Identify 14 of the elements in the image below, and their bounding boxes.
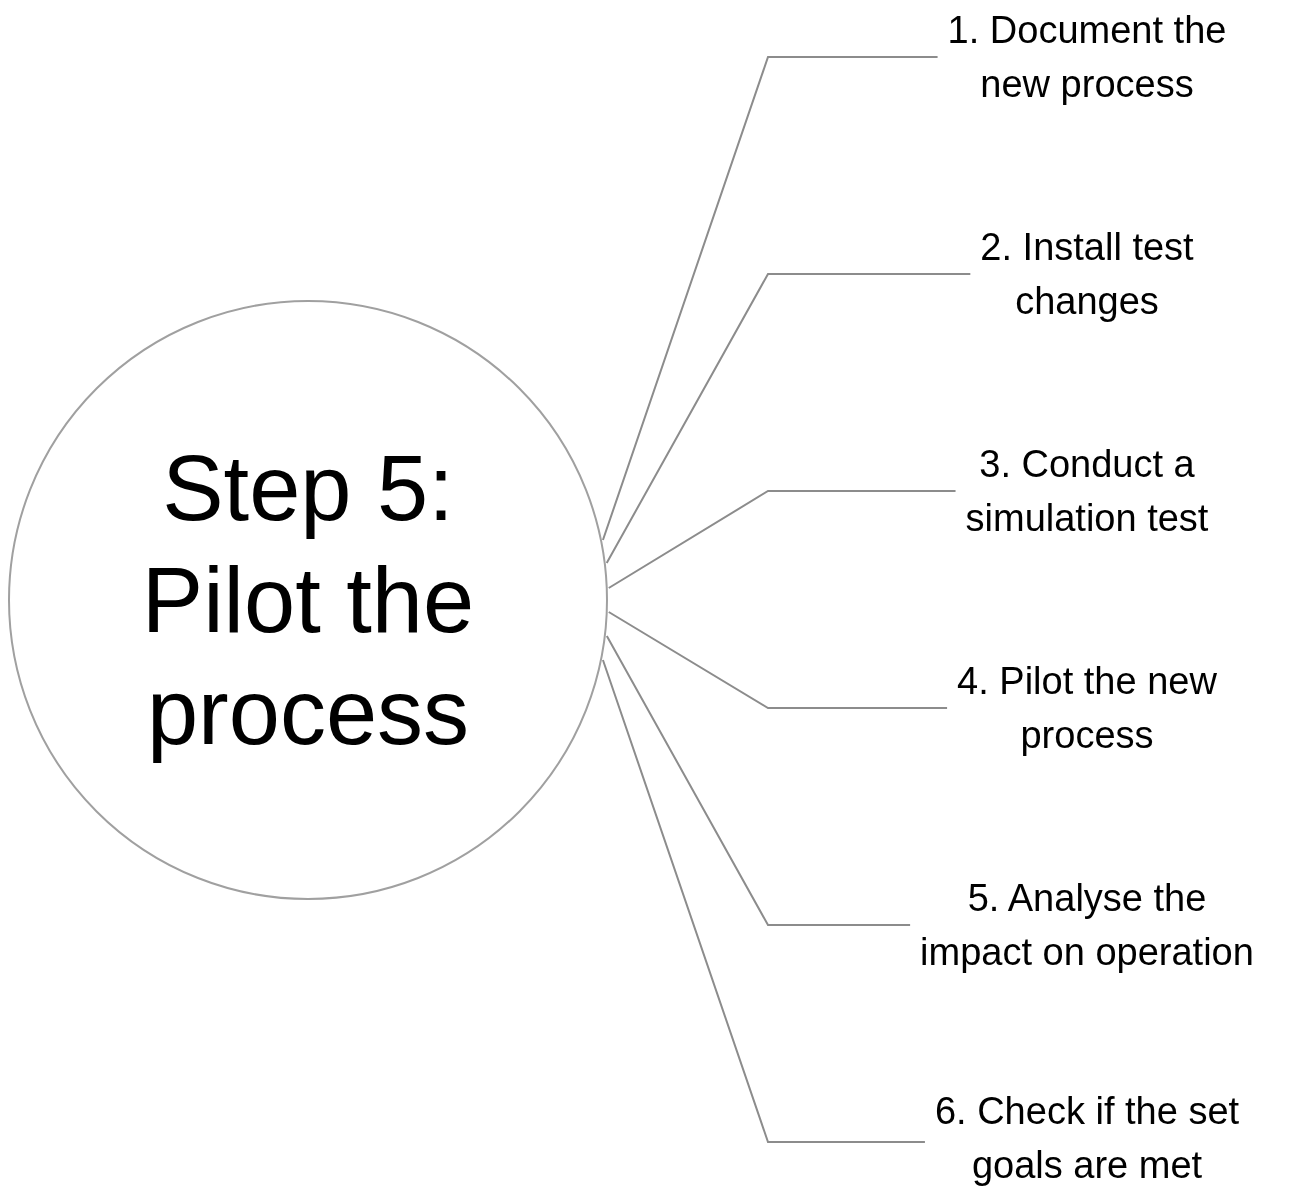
connector-line: [607, 611, 949, 709]
step-circle: [8, 300, 608, 900]
connector-line: [601, 659, 926, 1143]
connector-line: [607, 490, 957, 589]
task-text: 2. Install test changes: [838, 220, 1250, 328]
connector-line: [605, 273, 972, 564]
task-text: 1. Document the new process: [838, 3, 1250, 111]
connector-line: [601, 56, 939, 541]
connector-line: [605, 635, 912, 926]
task-text: 4. Pilot the new process: [838, 654, 1250, 762]
step-title: Step 5: Pilot the process: [140, 436, 476, 765]
task-text: 6. Check if the set goals are met: [838, 1084, 1250, 1192]
task-text: 5. Analyse the impact on operation: [838, 871, 1260, 979]
task-text: 3. Conduct a simulation test: [838, 437, 1250, 545]
